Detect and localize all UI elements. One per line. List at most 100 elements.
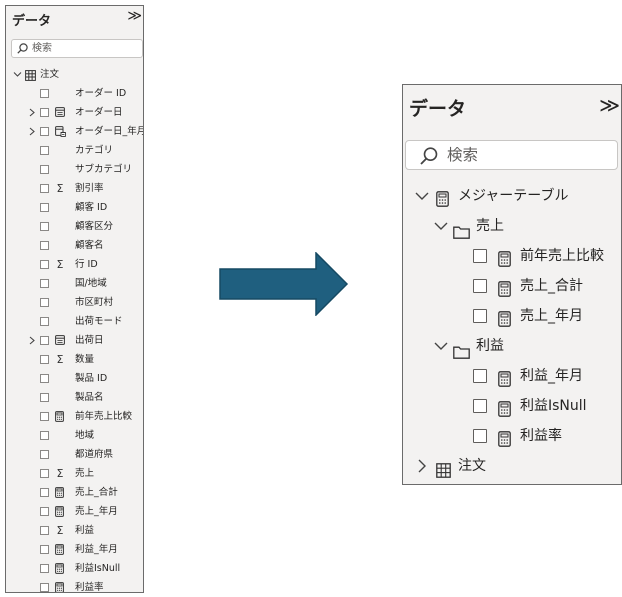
measure-row[interactable]: 利益率 xyxy=(403,421,621,451)
search-box[interactable] xyxy=(11,39,143,58)
field-row[interactable]: 製品名 xyxy=(6,388,143,407)
field-checkbox[interactable] xyxy=(40,431,49,440)
field-checkbox[interactable] xyxy=(40,317,49,326)
data-pane-before: データ ≫ 注文 オーダー IDオーダー日オーダー日_年月カテゴリサブカテゴリΣ… xyxy=(5,5,144,593)
field-row[interactable]: 売上_年月 xyxy=(6,502,143,521)
field-checkbox[interactable] xyxy=(40,374,49,383)
measure-table-row[interactable]: メジャーテーブル xyxy=(403,181,621,211)
field-row[interactable]: 利益_年月 xyxy=(6,540,143,559)
search-input[interactable] xyxy=(32,41,137,56)
field-row[interactable]: 地域 xyxy=(6,426,143,445)
field-checkbox[interactable] xyxy=(40,526,49,535)
field-checkbox[interactable] xyxy=(40,184,49,193)
field-row[interactable]: 売上_合計 xyxy=(6,483,143,502)
measure-table-name: メジャーテーブル xyxy=(458,188,569,204)
field-name: 前年売上比較 xyxy=(75,411,133,422)
field-checkbox[interactable] xyxy=(40,412,49,421)
field-checkbox[interactable] xyxy=(40,564,49,573)
field-name: 都道府県 xyxy=(75,449,114,460)
field-checkbox[interactable] xyxy=(40,279,49,288)
field-row[interactable]: オーダー日 xyxy=(6,103,143,122)
field-checkbox[interactable] xyxy=(40,336,49,345)
field-checkbox[interactable] xyxy=(473,399,487,413)
field-name: 出荷モード xyxy=(75,316,123,327)
field-checkbox[interactable] xyxy=(40,89,49,98)
field-checkbox[interactable] xyxy=(40,583,49,592)
collapse-pane-icon[interactable]: ≫ xyxy=(127,8,142,24)
field-checkbox[interactable] xyxy=(40,165,49,174)
field-checkbox[interactable] xyxy=(473,279,487,293)
pane-title: データ xyxy=(409,98,467,120)
field-row[interactable]: 市区町村 xyxy=(6,293,143,312)
table-name: 注文 xyxy=(40,69,60,80)
field-checkbox[interactable] xyxy=(473,309,487,323)
field-checkbox[interactable] xyxy=(40,469,49,478)
field-checkbox[interactable] xyxy=(40,108,49,117)
field-row[interactable]: 顧客名 xyxy=(6,236,143,255)
measure-row[interactable]: 前年売上比較 xyxy=(403,241,621,271)
collapse-pane-icon[interactable]: ≫ xyxy=(599,93,620,117)
measure-name: 売上_年月 xyxy=(520,308,583,324)
sigma-icon: Σ xyxy=(56,258,64,271)
field-checkbox[interactable] xyxy=(40,127,49,136)
calculator-icon xyxy=(498,398,511,428)
field-checkbox[interactable] xyxy=(473,249,487,263)
search-icon xyxy=(17,43,28,54)
field-row[interactable]: 出荷日 xyxy=(6,331,143,350)
field-checkbox[interactable] xyxy=(40,355,49,364)
measure-row[interactable]: 売上_合計 xyxy=(403,271,621,301)
field-row[interactable]: 顧客区分 xyxy=(6,217,143,236)
field-name: 製品名 xyxy=(75,392,104,403)
table-row-orders[interactable]: 注文 xyxy=(403,451,621,481)
field-name: 売上_年月 xyxy=(75,506,118,517)
search-input[interactable] xyxy=(447,144,612,166)
field-name: オーダー日_年月 xyxy=(75,126,144,137)
pane-header: データ ≫ xyxy=(6,6,143,34)
field-name: 顧客 ID xyxy=(75,202,108,213)
search-box[interactable] xyxy=(405,140,618,170)
field-checkbox[interactable] xyxy=(40,146,49,155)
field-row[interactable]: 製品 ID xyxy=(6,369,143,388)
field-checkbox[interactable] xyxy=(40,298,49,307)
field-row[interactable]: オーダー ID xyxy=(6,84,143,103)
field-row[interactable]: 利益IsNull xyxy=(6,559,143,578)
field-checkbox[interactable] xyxy=(40,222,49,231)
field-checkbox[interactable] xyxy=(40,545,49,554)
measure-name: 前年売上比較 xyxy=(520,248,604,264)
field-name: 利益率 xyxy=(75,582,104,593)
field-row[interactable]: 出荷モード xyxy=(6,312,143,331)
field-checkbox[interactable] xyxy=(40,507,49,516)
field-list: メジャーテーブル 売上 前年売上比較 売上_合計 売上_年月 利益 利益_年月 xyxy=(403,181,621,481)
field-row[interactable]: 前年売上比較 xyxy=(6,407,143,426)
field-row[interactable]: 顧客 ID xyxy=(6,198,143,217)
sigma-icon: Σ xyxy=(56,467,64,480)
field-row[interactable]: カテゴリ xyxy=(6,141,143,160)
field-checkbox[interactable] xyxy=(473,429,487,443)
field-checkbox[interactable] xyxy=(40,450,49,459)
sigma-icon: Σ xyxy=(56,353,64,366)
folder-row-profit[interactable]: 利益 xyxy=(403,331,621,361)
field-checkbox[interactable] xyxy=(473,369,487,383)
table-row-orders[interactable]: 注文 xyxy=(6,65,143,84)
field-checkbox[interactable] xyxy=(40,393,49,402)
measure-row[interactable]: 売上_年月 xyxy=(403,301,621,331)
field-checkbox[interactable] xyxy=(40,488,49,497)
field-row[interactable]: サブカテゴリ xyxy=(6,160,143,179)
field-row[interactable]: 国/地域 xyxy=(6,274,143,293)
field-row[interactable]: オーダー日_年月 xyxy=(6,122,143,141)
sigma-icon: Σ xyxy=(56,524,64,537)
folder-row-sales[interactable]: 売上 xyxy=(403,211,621,241)
measure-row[interactable]: 利益_年月 xyxy=(403,361,621,391)
field-row[interactable]: 利益率 xyxy=(6,578,143,593)
field-checkbox[interactable] xyxy=(40,241,49,250)
field-checkbox[interactable] xyxy=(40,203,49,212)
field-checkbox[interactable] xyxy=(40,260,49,269)
measure-row[interactable]: 利益IsNull xyxy=(403,391,621,421)
field-row[interactable]: 都道府県 xyxy=(6,445,143,464)
